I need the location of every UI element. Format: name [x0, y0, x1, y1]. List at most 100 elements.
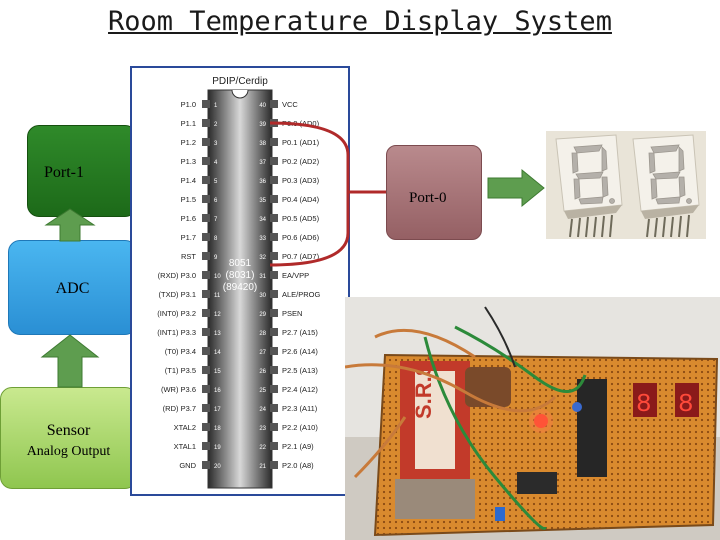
- left-pin-name: P1.5: [181, 195, 196, 204]
- left-pin: [202, 233, 210, 241]
- right-pin-name: P0.2 (AD2): [282, 157, 320, 166]
- left-pin-name: XTAL1: [174, 442, 196, 451]
- right-pin-name: P2.2 (A10): [282, 423, 318, 432]
- left-pin-number: 11: [214, 293, 221, 299]
- left-pin: [202, 271, 210, 279]
- right-pin-number: 33: [259, 236, 266, 242]
- right-pin-name: P0.1 (AD1): [282, 138, 320, 147]
- left-pin-name: P1.6: [181, 214, 196, 223]
- right-pin-name: P2.1 (A9): [282, 442, 314, 451]
- right-pin: [270, 290, 278, 298]
- right-pin-number: 21: [259, 464, 266, 470]
- right-pin: [270, 423, 278, 431]
- left-pin-name: P1.4: [181, 176, 196, 185]
- sensor-to-adc-arrow: [40, 334, 100, 388]
- adc-label: ADC: [55, 279, 90, 297]
- left-pin-name: P1.7: [181, 233, 196, 242]
- right-pin: [270, 214, 278, 222]
- right-pin: [270, 461, 278, 469]
- left-pin-name: (INT1) P3.3: [157, 328, 196, 337]
- chip-center-label: (8031): [226, 270, 255, 281]
- right-pin-name: P2.0 (A8): [282, 461, 314, 470]
- right-pin-number: 30: [259, 293, 266, 299]
- left-pin-name: (WR) P3.6: [161, 385, 196, 394]
- adc-to-port1-arrow: [44, 208, 96, 242]
- right-pin: [270, 157, 278, 165]
- right-pin-number: 26: [259, 369, 266, 375]
- right-pin-number: 34: [259, 217, 266, 223]
- right-pin-number: 37: [259, 160, 266, 166]
- left-pin-name: P1.3: [181, 157, 196, 166]
- left-pin: [202, 404, 210, 412]
- port1-block: Port-1: [27, 125, 137, 217]
- left-pin: [202, 100, 210, 108]
- left-pin-number: 7: [214, 217, 218, 223]
- left-pin-number: 15: [214, 369, 221, 375]
- left-pin-name: GND: [179, 461, 196, 470]
- left-pin-number: 13: [214, 331, 221, 337]
- right-pin-number: 39: [259, 122, 266, 128]
- right-pin: [270, 442, 278, 450]
- left-pin-name: XTAL2: [174, 423, 196, 432]
- right-pin-number: 23: [259, 426, 266, 432]
- right-pin-name: P2.4 (A12): [282, 385, 318, 394]
- right-pin-number: 31: [259, 274, 266, 280]
- right-pin-name: P2.5 (A13): [282, 366, 318, 375]
- left-pin-name: (RD) P3.7: [163, 404, 196, 413]
- port0-to-display-arrow: [487, 168, 545, 208]
- port0-label: Port-0: [409, 190, 447, 206]
- slide-title: Room Temperature Display System: [108, 6, 612, 37]
- chip-body: [207, 89, 273, 489]
- right-pin-number: 36: [259, 179, 266, 185]
- right-pin-name: P0.7 (AD7): [282, 252, 320, 261]
- right-pin-name: P0.4 (AD4): [282, 195, 320, 204]
- right-pin: [270, 271, 278, 279]
- left-pin: [202, 138, 210, 146]
- left-pin: [202, 119, 210, 127]
- right-pin-number: 32: [259, 255, 266, 261]
- chip-pinout-svg: PDIP/Cerdip8051(8031)(89420)1P1.02P1.13P…: [157, 76, 321, 489]
- right-pin: [270, 385, 278, 393]
- left-pin: [202, 347, 210, 355]
- right-pin-number: 27: [259, 350, 266, 356]
- left-pin-name: RST: [181, 252, 196, 261]
- right-pin-number: 29: [259, 312, 266, 318]
- left-pin: [202, 423, 210, 431]
- left-pin: [202, 214, 210, 222]
- port0-block: Port-0: [386, 145, 482, 240]
- right-pin: [270, 233, 278, 241]
- left-pin-number: 2: [214, 122, 218, 128]
- port1-label: Port-1: [44, 164, 84, 181]
- seven-segment-display-1: [546, 131, 629, 239]
- sensor-block: Sensor Analog Output: [0, 387, 137, 489]
- left-pin: [202, 157, 210, 165]
- left-pin: [202, 442, 210, 450]
- right-pin: [270, 252, 278, 260]
- left-pin-number: 5: [214, 179, 218, 185]
- right-pin: [270, 309, 278, 317]
- right-pin-number: 40: [259, 103, 266, 109]
- right-pin-name: P0.3 (AD3): [282, 176, 320, 185]
- left-pin: [202, 290, 210, 298]
- right-pin-number: 28: [259, 331, 266, 337]
- left-pin-name: (T1) P3.5: [165, 366, 196, 375]
- chip-notch: [231, 89, 249, 99]
- left-pin: [202, 195, 210, 203]
- left-pin: [202, 366, 210, 374]
- right-pin-name: VCC: [282, 100, 298, 109]
- right-pin-number: 24: [259, 407, 266, 413]
- sensor-sublabel: Analog Output: [26, 444, 111, 459]
- adc-block: ADC: [8, 240, 137, 335]
- right-pin: [270, 138, 278, 146]
- right-pin-name: P2.3 (A11): [282, 404, 318, 413]
- chip-center-label: (89420): [223, 282, 257, 293]
- left-pin-name: (INT0) P3.2: [157, 309, 196, 318]
- right-pin-number: 25: [259, 388, 266, 394]
- hardware-board-photo: S.R.S. 8 8: [345, 297, 720, 540]
- right-pin-name: P2.7 (A15): [282, 328, 318, 337]
- right-pin-number: 38: [259, 141, 266, 147]
- left-pin-name: P1.1: [181, 119, 196, 128]
- left-pin-name: P1.2: [181, 138, 196, 147]
- left-pin: [202, 385, 210, 393]
- right-pin: [270, 347, 278, 355]
